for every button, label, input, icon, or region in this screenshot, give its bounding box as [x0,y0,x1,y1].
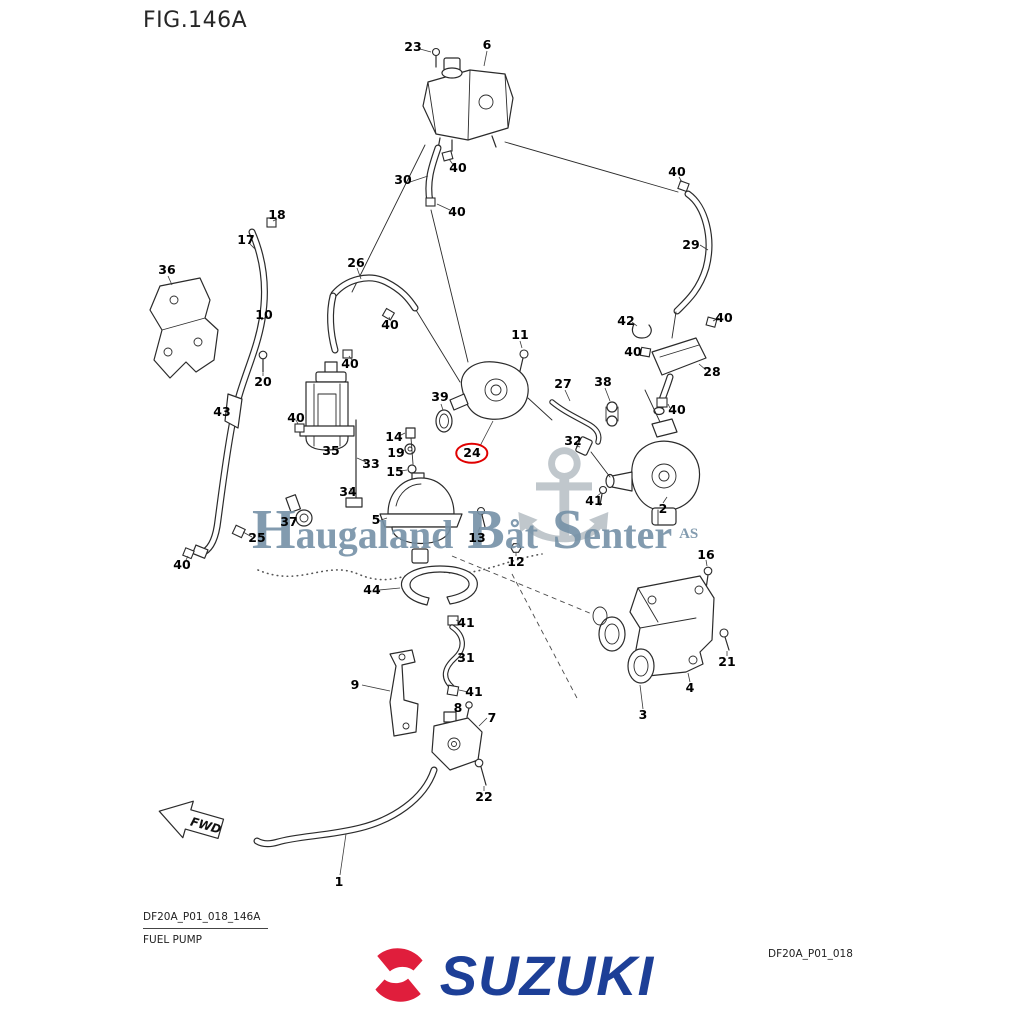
part-1-fuel-hose [253,766,438,876]
part-30-hose [409,144,442,206]
part-37-fitting [285,494,313,527]
part-42-clip [631,321,652,339]
fwd-arrow: FWD [158,800,225,840]
part-9-bracket [361,649,419,737]
figure-part-name: FUEL PUMP [143,934,202,946]
part-21-bolt [719,628,730,656]
suzuki-wordmark: SUZUKI [439,943,655,1007]
part-44-ring [378,565,478,606]
part-35-fuel-filter [299,361,367,508]
part-20-bolt [258,350,268,376]
part-39-gasket [435,403,453,433]
part-43-bracket [224,393,243,429]
part-upper-pump-body [449,361,553,421]
figure-title: FIG.146A [143,8,248,33]
figure-doc-code: DF20A_P01_018_146A [143,911,261,923]
part-6-vapor-separator [422,50,514,152]
part-3-grommets [592,606,655,710]
part-41-bolt-right [595,485,608,506]
part-5-fuel-pump [379,472,463,564]
figure-page-code: DF20A_P01_018 [768,948,853,960]
part-23-bolt [419,47,441,68]
part-29-hose [673,176,720,328]
part-7-8-pump-bracket [431,701,488,771]
part-14-19-15-fittings [398,427,417,474]
part-12-nut [510,543,522,556]
part-16-bolt [703,559,713,590]
footer-divider [143,928,268,929]
part-26-hose [327,267,419,361]
chain-guide-line [257,553,543,581]
part-4-bracket [629,575,715,683]
part-13-bolt [476,506,486,533]
leader-highlighted-24 [479,420,494,447]
assembly-guide-lines [351,141,679,383]
part-40-clamp-filter [294,419,305,433]
suzuki-logo: SUZUKI [0,942,1024,1008]
part-40-clamps-right [639,346,671,409]
part-11-bolt [519,340,529,372]
part-22-bolt [474,758,487,791]
part-32-check-valve [575,436,611,478]
assembly-dashed-guides [451,555,593,701]
part-27-hose [549,389,602,445]
part-40-clamps-top [425,150,455,211]
part-36-bracket [149,275,219,379]
part-10-17-hose-left [182,217,278,561]
part-2-fuel-pump-assembly [605,389,701,526]
part-38-clip [604,387,619,427]
suzuki-s-icon [375,948,423,1002]
part-31-hose [442,615,469,697]
